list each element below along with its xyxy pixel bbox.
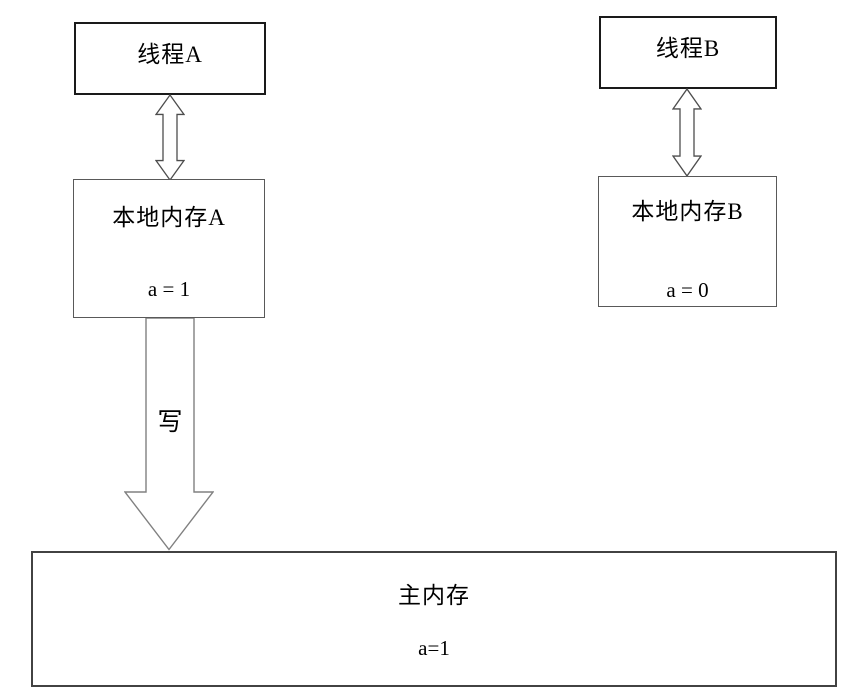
write-down-arrow-icon [124, 318, 214, 551]
main-memory-value: a=1 [418, 636, 450, 660]
thread-a-node: 线程A [74, 22, 266, 95]
write-arrow-label: 写 [157, 409, 183, 436]
local-memory-b-node: 本地内存B a = 0 [598, 176, 777, 307]
double-arrow-vertical-icon [155, 94, 185, 181]
main-memory-label: 主内存 [398, 583, 470, 608]
local-memory-b-label: 本地内存B [631, 199, 744, 224]
thread-a-label: 线程A [137, 41, 203, 67]
main-memory-node: 主内存 a=1 [31, 551, 837, 687]
double-arrow-vertical-icon [672, 88, 702, 177]
local-memory-a-node: 本地内存A a = 1 [73, 179, 265, 318]
local-memory-a-value: a = 1 [147, 277, 191, 301]
local-memory-a-label: 本地内存A [112, 205, 226, 230]
thread-b-label: 线程B [655, 35, 721, 61]
local-memory-b-value: a = 0 [666, 278, 709, 302]
thread-b-node: 线程B [599, 16, 777, 89]
